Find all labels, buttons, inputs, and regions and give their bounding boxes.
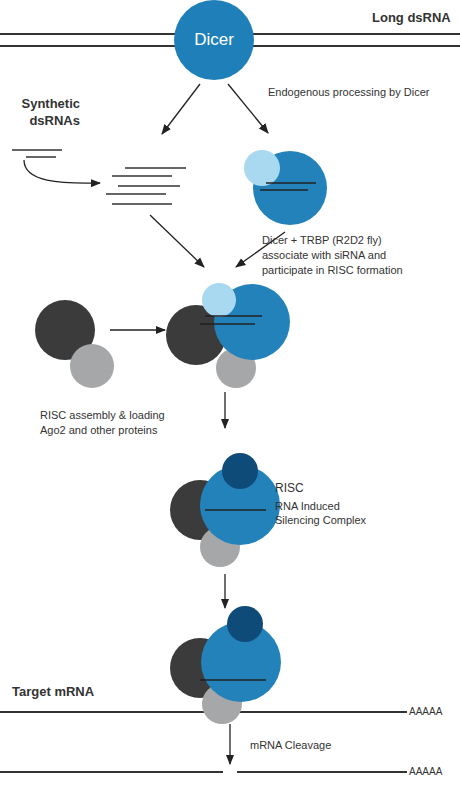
sirna-strand <box>106 193 166 195</box>
sirna-strand <box>12 149 62 151</box>
process-arrow <box>224 574 225 608</box>
trbp-protein <box>244 150 280 186</box>
sirna-strand <box>112 175 172 177</box>
sirna-strand <box>260 189 308 191</box>
sirna-strand <box>125 167 186 169</box>
sirna-strand <box>266 182 316 184</box>
process-arrow <box>162 84 200 134</box>
node-title: Dicer <box>174 29 254 51</box>
sirna-strand <box>200 323 255 325</box>
trbp-protein <box>202 283 236 317</box>
risc-protein <box>227 606 263 642</box>
accessory-protein <box>70 344 114 388</box>
process-arrow <box>229 724 230 764</box>
annotation-label: RISC assembly & loading Ago2 and other p… <box>40 408 175 438</box>
sirna-strand <box>200 679 266 681</box>
sirna-strand <box>205 509 266 511</box>
process-arrow <box>228 84 268 133</box>
annotation-label: Synthetic dsRNAs <box>8 95 80 129</box>
process-arrow <box>24 160 100 183</box>
annotation-label: AAAAA <box>409 766 459 778</box>
node-description: RNA Induced Silencing Complex <box>275 499 380 527</box>
process-arrow <box>110 329 165 330</box>
sirna-strand <box>205 315 262 317</box>
annotation-label: AAAAA <box>409 706 459 718</box>
sirna-strand <box>118 185 180 187</box>
dicer-protein <box>174 0 254 80</box>
node-outline <box>160 455 375 570</box>
dicer-circle: Dicer <box>174 0 254 80</box>
annotation-label: Target mRNA <box>12 684 132 700</box>
process-arrow <box>150 215 204 267</box>
annotation-label: Endogenous processing by Dicer <box>268 85 458 99</box>
annotation-label: Dicer + TRBP (R2D2 fly) associate with s… <box>262 233 427 278</box>
annotation-label: mRNA Cleavage <box>250 738 370 752</box>
mrna-fragment <box>237 771 407 773</box>
process-arrow <box>224 392 225 428</box>
node-title: RISC <box>275 481 375 496</box>
risc-complex: RISCRNA Induced Silencing Complex <box>160 455 375 570</box>
annotation-label: Long dsRNA <box>372 10 460 26</box>
mrna-fragment <box>0 771 223 773</box>
sirna-strand <box>26 156 56 158</box>
risc-protein <box>222 453 258 489</box>
sirna-strand <box>112 203 172 205</box>
